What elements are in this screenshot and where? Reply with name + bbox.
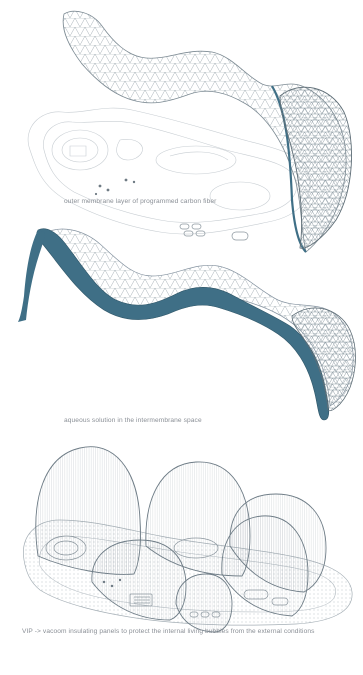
- floor-plan-drawing: [28, 108, 310, 234]
- caption-outer-membrane: outer membrane layer of programmed carbo…: [64, 198, 344, 206]
- vip-panel: [23, 447, 352, 632]
- caption-intermembrane-space: aqueous solution in the intermembrane sp…: [64, 417, 344, 425]
- outer-membrane-panel: [28, 11, 351, 252]
- caption-vip-panels: VIP -> vacoom insulating panels to prote…: [22, 628, 360, 636]
- left-drop-band: [18, 230, 45, 322]
- room-detail-marks: [95, 179, 135, 195]
- intermembrane-panel: [18, 229, 355, 420]
